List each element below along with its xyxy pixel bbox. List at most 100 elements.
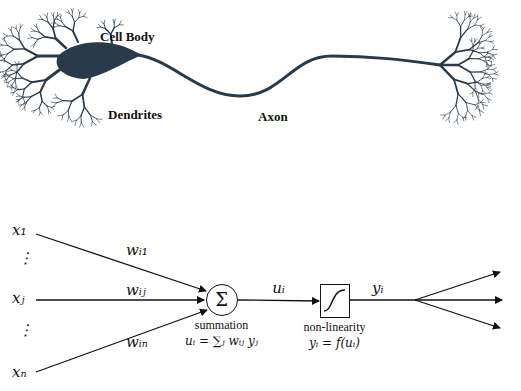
dendrite-branch xyxy=(56,39,66,48)
dendrite-branch xyxy=(484,94,488,98)
dendrite-branch xyxy=(3,75,8,76)
dendrite-branch xyxy=(487,65,491,69)
dendrite-branch xyxy=(489,36,493,38)
dendrite-branch xyxy=(51,26,54,27)
dendrite-branch xyxy=(15,80,16,86)
dendrite-branch xyxy=(68,110,70,116)
dendrite-branch xyxy=(24,96,31,98)
dendrite-branch xyxy=(484,61,487,65)
dendrite-branch xyxy=(36,24,37,28)
dendrite-branch xyxy=(481,72,489,75)
dendrite-branch xyxy=(72,94,83,101)
dendrite-branch xyxy=(485,57,491,58)
dendrite-branch xyxy=(487,85,491,87)
dendrite-branch xyxy=(80,10,82,12)
dendrite-branch xyxy=(39,113,40,116)
dendrite-branch xyxy=(490,42,493,44)
dendrite-branch xyxy=(13,27,16,29)
dendrite-branch xyxy=(10,92,14,94)
dendrite-branch xyxy=(78,13,80,18)
dendrite-branch xyxy=(461,20,465,27)
dendrite-branch xyxy=(2,45,7,46)
dendrite-branch xyxy=(42,101,47,106)
dendrite-branch xyxy=(24,82,31,89)
dendrite-branch xyxy=(487,65,489,68)
dendrite-branch xyxy=(98,24,100,27)
dendrite-branch xyxy=(23,89,25,96)
dendrite-branch xyxy=(464,17,468,20)
dendrite-branch xyxy=(71,9,72,12)
dendrite-branch xyxy=(466,103,467,111)
dendrite-branch xyxy=(487,51,488,54)
dendrite-branch xyxy=(101,21,104,23)
dendrite-branch xyxy=(71,120,76,121)
dendrite-branch xyxy=(465,11,467,14)
dendrite-branch xyxy=(44,14,46,17)
sum-symbol: Σ xyxy=(215,290,228,310)
dendrite-branch xyxy=(13,36,19,40)
dendrite-branch xyxy=(7,35,13,36)
dendrite-branch xyxy=(66,27,73,31)
dendrite-branch xyxy=(62,115,63,120)
dendrite-branch xyxy=(6,72,8,76)
formula: uᵢ = ∑ⱼ wᵢⱼ yⱼ xyxy=(185,335,258,348)
dendrite-branch xyxy=(37,28,39,33)
dendrite-branch xyxy=(20,40,25,49)
dendrite-branch xyxy=(0,71,1,73)
dendrite-branch xyxy=(23,96,25,101)
dendrite-branch xyxy=(20,24,23,27)
dendrite-branch xyxy=(460,26,461,37)
dendrite-branch xyxy=(491,64,495,66)
dendrite-branch xyxy=(482,48,485,50)
dendrite-branch xyxy=(58,115,63,116)
dendrite-branch xyxy=(480,102,485,103)
dendrite-branch xyxy=(23,101,25,105)
dendrite-branch xyxy=(487,52,493,55)
dendrite-branch xyxy=(450,105,455,112)
dendrite-branch xyxy=(16,29,19,33)
dendrite-branch xyxy=(12,80,15,85)
dendrite-branch xyxy=(84,16,88,17)
dendrite-branch xyxy=(17,72,22,78)
dendrite-branch xyxy=(470,71,481,72)
dendrite-branch xyxy=(3,36,7,39)
formula: yᵢ = f(uᵢ) xyxy=(309,337,360,350)
output-symbol: yᵢ xyxy=(372,280,384,297)
dendrite-branch xyxy=(19,28,21,33)
dendrite-branch xyxy=(470,18,474,22)
output-wire xyxy=(415,272,500,300)
dendrite-branch xyxy=(476,92,479,100)
dendrite-branch xyxy=(54,20,55,23)
dendrite-branch xyxy=(477,78,482,82)
output-wire xyxy=(415,300,500,328)
dendrite-branch xyxy=(91,122,92,126)
nonlinearity-box: non-linearityyᵢ = f(uᵢ) xyxy=(320,284,350,318)
dendrite-branch xyxy=(472,41,474,45)
dendrite-branch xyxy=(39,108,41,113)
dendrite-branch xyxy=(83,78,90,94)
dendrite-branch xyxy=(54,16,57,21)
dendrite-branch xyxy=(494,71,498,73)
dendrite-branch xyxy=(440,52,455,65)
caption-heading: non-linearity xyxy=(304,321,366,334)
dendrite-branch xyxy=(466,103,475,105)
dendrite-branch xyxy=(63,110,68,115)
dendrite-branch xyxy=(458,59,469,65)
dendrite-branch xyxy=(18,33,20,40)
dendrite-branch xyxy=(471,38,472,41)
dendrite-branch xyxy=(38,37,45,40)
dendrite-branch xyxy=(38,19,42,20)
dendrite-branch xyxy=(470,93,473,94)
dendrite-branch xyxy=(458,114,462,118)
dendrite-branch xyxy=(441,114,445,115)
dendrite-branch xyxy=(69,13,72,16)
dendrite-branch xyxy=(8,76,13,79)
dendrite-branch xyxy=(470,13,471,16)
dendrite-branch xyxy=(24,56,38,64)
input-symbol: x₁ xyxy=(12,222,26,239)
dendrite-branch xyxy=(485,40,490,42)
dendrite-branch xyxy=(17,65,18,71)
dendrite-branch xyxy=(472,115,474,120)
dendrite-branch xyxy=(114,23,115,28)
dendrite-branch xyxy=(73,31,78,42)
